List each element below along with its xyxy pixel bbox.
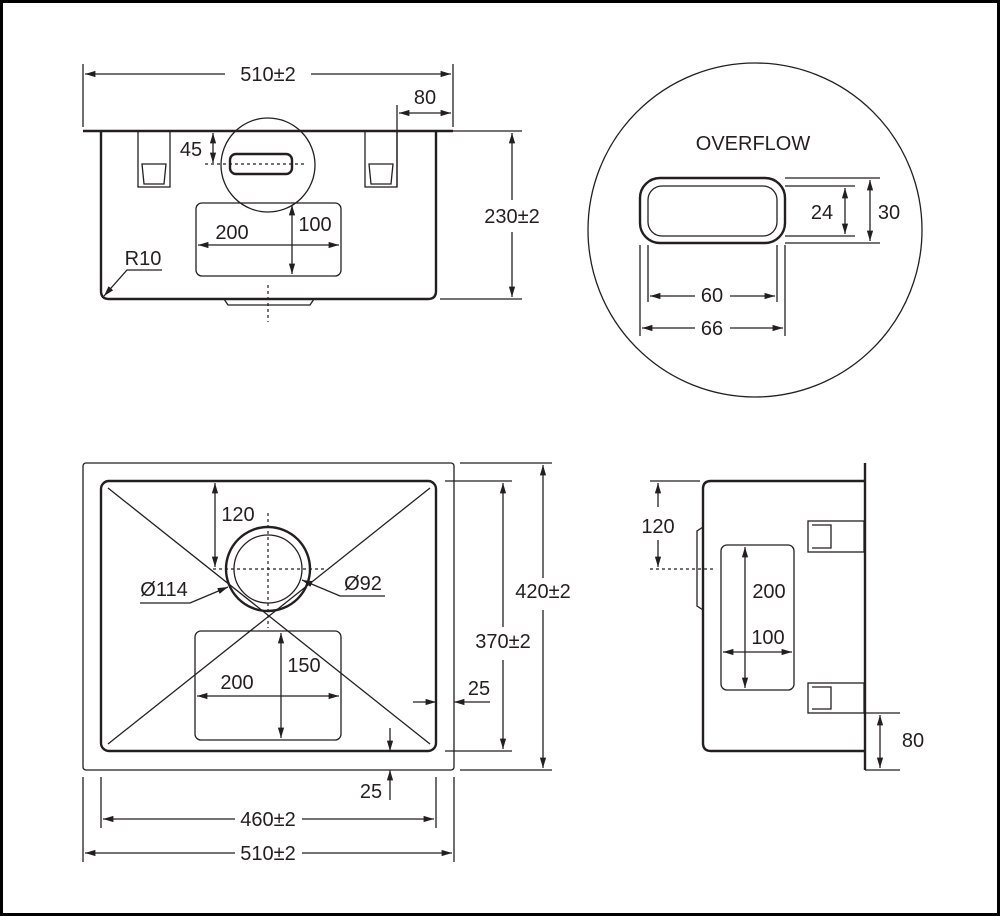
dim-overflow-height: 45: [180, 139, 202, 161]
dim-waste-width: 100: [751, 627, 784, 649]
dim-bowl-depth: 370±2: [475, 631, 530, 653]
flange-outline: [82, 462, 455, 771]
overflow-inner: [647, 185, 778, 237]
dim-overall-width: 510±2: [240, 64, 295, 86]
bowl-outline: [99, 479, 438, 753]
dim-drain-offset: 120: [221, 504, 254, 526]
dim-bracket-offset: 80: [902, 730, 924, 752]
dim-waste-height: 200: [752, 581, 785, 603]
detail-circle: [587, 62, 923, 398]
dim-inner-width: 60: [701, 285, 723, 307]
front-view: 200 100 45 510±2 80 230±2 R10: [82, 64, 540, 322]
dim-outer-height: 30: [878, 202, 900, 224]
bracket-right: [364, 130, 398, 188]
dim-bowl-width: 460±2: [240, 809, 295, 831]
detail-circle: [220, 117, 316, 213]
dim-overall-width: 510±2: [240, 843, 295, 865]
dim-outer-width: 66: [701, 318, 723, 340]
dim-inner-height: 24: [811, 202, 833, 224]
dim-drain-offset: 120: [641, 516, 674, 538]
overflow-title: OVERFLOW: [696, 133, 811, 155]
waste-rect: [195, 202, 342, 277]
dim-side-flange: 25: [468, 678, 490, 700]
dim-waste-height: 150: [287, 655, 320, 677]
bracket-bottom: [807, 682, 865, 714]
waste-rect: [194, 630, 342, 741]
dim-waste-height: 100: [298, 214, 331, 236]
dim-depth: 230±2: [484, 206, 539, 228]
corner-radius-label: R10: [125, 248, 162, 270]
bracket-top: [807, 520, 865, 553]
dim-bottom-flange: 25: [360, 781, 382, 803]
drain-bump: [223, 298, 315, 306]
bowl-outline: [701, 479, 865, 753]
bowl-outline: [99, 131, 438, 301]
dim-bracket-offset: 80: [414, 87, 436, 109]
bracket-left: [137, 130, 171, 188]
waste-rect: [720, 544, 795, 691]
plan-view: 120 Ø114 Ø92 200 150 420±2 370±2 25 25 4…: [82, 462, 571, 865]
drain-outer-dia-label: Ø114: [140, 579, 187, 601]
overflow-outer: [638, 176, 787, 245]
drain-inner-dia-label: Ø92: [344, 573, 382, 595]
dim-waste-width: 200: [215, 222, 248, 244]
dim-overall-depth: 420±2: [515, 581, 570, 603]
side-view: 200 100 120 80: [641, 463, 924, 771]
dim-waste-width: 200: [220, 672, 253, 694]
drain-bump: [696, 526, 704, 611]
overflow-detail: OVERFLOW 24 30 60 66: [587, 62, 923, 398]
